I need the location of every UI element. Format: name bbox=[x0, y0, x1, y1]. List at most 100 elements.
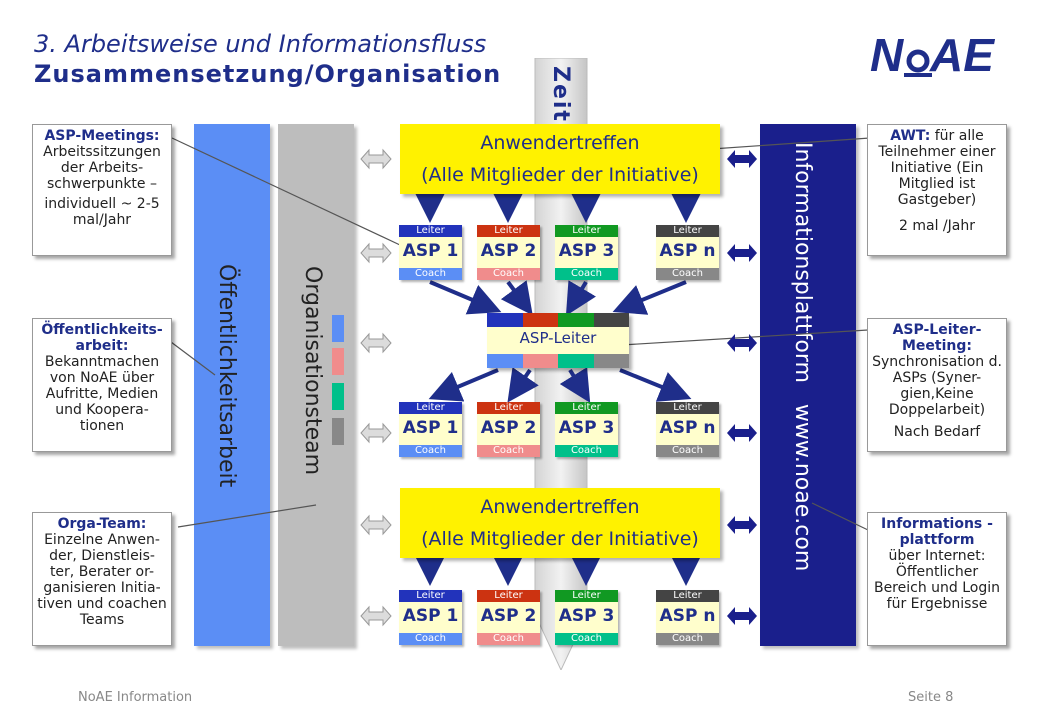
color-bar-segment bbox=[594, 313, 629, 327]
asp-name: ASP 2 bbox=[480, 241, 537, 261]
info-box-text: für alle Teilnehmer einer Initiative (Ei… bbox=[878, 128, 996, 208]
asp-coach-label: Coach bbox=[399, 268, 462, 280]
double-arrow-icon bbox=[727, 334, 757, 352]
color-bar-segment bbox=[487, 313, 523, 327]
info-box-text: Arbeitssitzungen der Arbeits-schwerpunkt… bbox=[43, 144, 161, 192]
info-box-orga-team: Orga-Team: Einzelne Anwen-der, Dienstlei… bbox=[32, 512, 172, 646]
asp-box-2: Leiter ASP 2 Coach bbox=[477, 225, 540, 280]
double-arrow-icon bbox=[360, 242, 392, 264]
double-arrow-icon bbox=[727, 150, 757, 168]
info-box-awt: AWT: für alle Teilnehmer einer Initiativ… bbox=[867, 124, 1007, 256]
orgteam-color-strip-2 bbox=[332, 348, 344, 375]
asp-coach-label: Coach bbox=[477, 268, 540, 280]
asp-box-n: Leiter ASP n Coach bbox=[656, 590, 719, 645]
user-meeting-bottom: Anwendertreffen (Alle Mitglieder der Ini… bbox=[400, 488, 720, 558]
info-box-heading: ASP-Leiter-Meeting: bbox=[892, 322, 982, 354]
asp-name: ASP 1 bbox=[402, 418, 459, 438]
asp-coach-label: Coach bbox=[555, 445, 618, 457]
info-box-leader-meeting: ASP-Leiter-Meeting: Synchronisation d. A… bbox=[867, 318, 1007, 452]
asp-leader-label: Leiter bbox=[399, 402, 462, 414]
asp-name: ASP 2 bbox=[480, 418, 537, 438]
info-box-heading: Orga-Team: bbox=[57, 516, 147, 532]
color-bar-segment bbox=[523, 354, 558, 368]
meeting-title: Anwendertreffen bbox=[480, 496, 640, 518]
asp-coach-label: Coach bbox=[477, 633, 540, 645]
title-line-2: Zusammensetzung/Organisation bbox=[34, 60, 502, 88]
asp-name: ASP 1 bbox=[402, 241, 459, 261]
info-box-heading: Öffentlichkeits-arbeit: bbox=[41, 322, 163, 354]
asp-coach-label: Coach bbox=[656, 268, 719, 280]
asp-box-1: Leiter ASP 1 Coach bbox=[399, 225, 462, 280]
double-arrow-icon bbox=[727, 607, 757, 625]
asp-coach-label: Coach bbox=[555, 268, 618, 280]
asp-leader-label: Leiter bbox=[477, 590, 540, 602]
orgteam-label: Organisationsteam bbox=[300, 266, 325, 476]
info-box-heading: AWT: bbox=[890, 128, 931, 144]
asp-leader-label: Leiter bbox=[555, 402, 618, 414]
meeting-subtitle: (Alle Mitglieder der Initiative) bbox=[421, 528, 699, 550]
asp-box-3: Leiter ASP 3 Coach bbox=[555, 225, 618, 280]
asp-box-3: Leiter ASP 3 Coach bbox=[555, 402, 618, 457]
double-arrow-icon bbox=[360, 332, 392, 354]
noae-logo: N AE bbox=[870, 29, 995, 81]
asp-name: ASP 3 bbox=[558, 241, 615, 261]
asp-coach-label: Coach bbox=[399, 445, 462, 457]
double-arrow-icon bbox=[727, 516, 757, 534]
double-arrow-icon bbox=[360, 514, 392, 536]
double-arrow-icon bbox=[360, 148, 392, 170]
orgteam-color-strip-1 bbox=[332, 315, 344, 342]
info-box-text: Nach Bedarf bbox=[893, 424, 981, 440]
asp-coach-label: Coach bbox=[656, 633, 719, 645]
public-relations-column: Öffentlichkeitsarbeit bbox=[194, 124, 270, 646]
asp-name: ASP n bbox=[659, 241, 716, 261]
info-box-text: Einzelne Anwen-der, Dienstleis-ter, Bera… bbox=[37, 532, 167, 628]
platform-label: Informationsplattform www.noae.com bbox=[790, 142, 815, 572]
asp-coach-label: Coach bbox=[555, 633, 618, 645]
info-box-text: Bekanntmachen von NoAE über Aufritte, Me… bbox=[44, 354, 160, 434]
asp-name: ASP 2 bbox=[480, 606, 537, 626]
info-box-text: Synchronisation d. ASPs (Syner-gien,Kein… bbox=[872, 354, 1002, 418]
asp-coach-label: Coach bbox=[656, 445, 719, 457]
title-line-1: 3. Arbeitsweise und Informationsfluss bbox=[34, 30, 487, 58]
orgteam-color-strip-4 bbox=[332, 418, 344, 445]
asp-leader-label: Leiter bbox=[555, 225, 618, 237]
color-bar-segment bbox=[558, 354, 594, 368]
info-box-platform: Informations -plattform über Internet: Ö… bbox=[867, 512, 1007, 646]
svg-text:N: N bbox=[870, 29, 904, 81]
info-box-heading: Informations -plattform bbox=[881, 516, 993, 548]
asp-name: ASP 1 bbox=[402, 606, 459, 626]
color-bar-segment bbox=[594, 354, 629, 368]
orgteam-column: Organisationsteam bbox=[278, 124, 354, 646]
timeline-label: Zeit bbox=[548, 66, 573, 123]
double-arrow-icon bbox=[727, 424, 757, 442]
asp-box-1: Leiter ASP 1 Coach bbox=[399, 590, 462, 645]
asp-box-1: Leiter ASP 1 Coach bbox=[399, 402, 462, 457]
asp-name: ASP 3 bbox=[558, 606, 615, 626]
asp-name: ASP 3 bbox=[558, 418, 615, 438]
platform-column: Informationsplattform www.noae.com bbox=[760, 124, 856, 646]
orgteam-color-strip-3 bbox=[332, 383, 344, 410]
asp-box-3: Leiter ASP 3 Coach bbox=[555, 590, 618, 645]
footer-page-number: Seite 8 bbox=[908, 690, 954, 705]
asp-box-2: Leiter ASP 2 Coach bbox=[477, 590, 540, 645]
info-box-heading: ASP-Meetings: bbox=[44, 128, 160, 144]
asp-leader-label: Leiter bbox=[477, 402, 540, 414]
asp-leader-box: ASP-Leiter bbox=[487, 313, 629, 368]
asp-leader-label: Leiter bbox=[477, 225, 540, 237]
footer-left: NoAE Information bbox=[78, 690, 193, 705]
asp-box-n: Leiter ASP n Coach bbox=[656, 402, 719, 457]
color-bar-segment bbox=[558, 313, 594, 327]
info-box-text: über Internet: Öffentlicher Bereich und … bbox=[873, 548, 1001, 612]
double-arrow-icon bbox=[727, 244, 757, 262]
asp-coach-label: Coach bbox=[399, 633, 462, 645]
double-arrow-icon bbox=[360, 605, 392, 627]
user-meeting-top: Anwendertreffen (Alle Mitglieder der Ini… bbox=[400, 124, 720, 194]
meeting-title: Anwendertreffen bbox=[480, 132, 640, 154]
asp-name: ASP n bbox=[659, 418, 716, 438]
svg-text:AE: AE bbox=[929, 29, 995, 81]
asp-coach-label: Coach bbox=[477, 445, 540, 457]
asp-box-2: Leiter ASP 2 Coach bbox=[477, 402, 540, 457]
info-box-text: 2 mal /Jahr bbox=[899, 218, 975, 234]
info-box-public-relations: Öffentlichkeits-arbeit: Bekanntmachen vo… bbox=[32, 318, 172, 452]
asp-leader-label: Leiter bbox=[656, 225, 719, 237]
